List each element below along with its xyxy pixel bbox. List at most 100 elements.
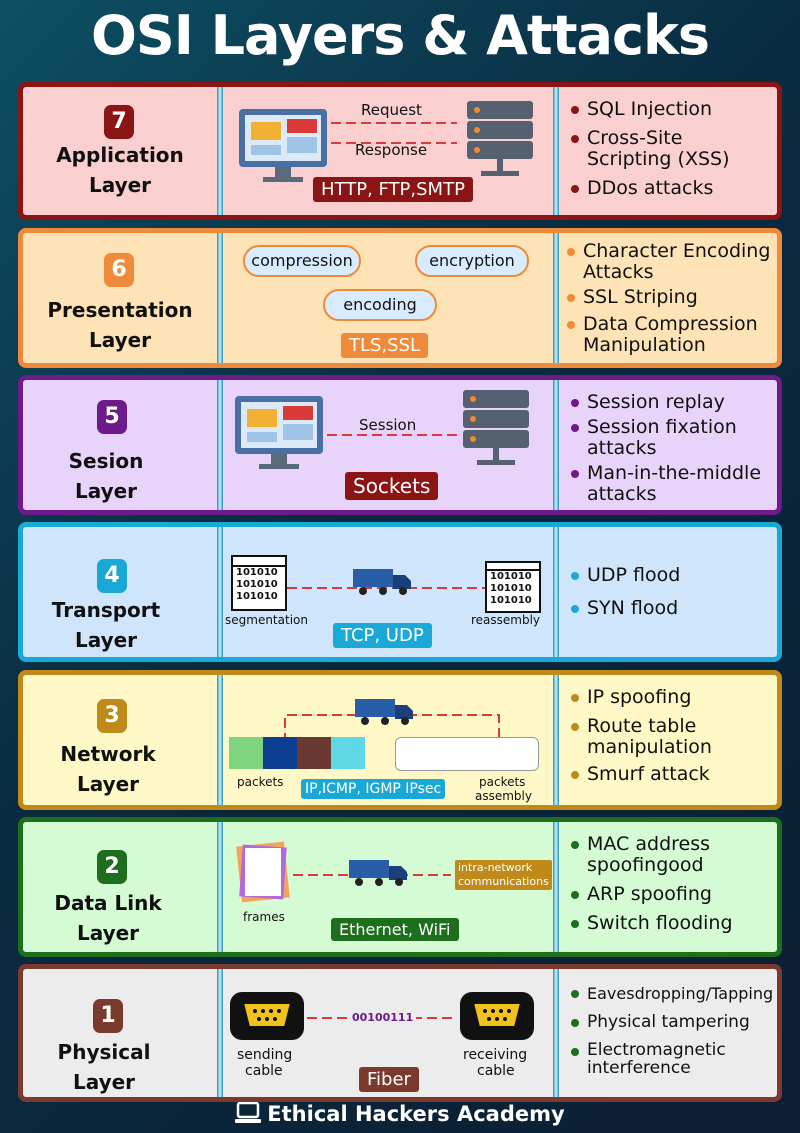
layer-name-line2: Layer bbox=[76, 772, 140, 796]
attack-item: SYN flood bbox=[569, 598, 771, 619]
packet-block bbox=[331, 737, 365, 769]
layer-name-line1: Data Link bbox=[54, 891, 162, 915]
monitor-icon bbox=[235, 396, 323, 469]
layer-transport: 4 Transport Layer 101010 101010 101010 s… bbox=[18, 522, 782, 662]
attack-item: SQL Injection bbox=[569, 99, 771, 120]
layer-name-line2: Layer bbox=[88, 173, 152, 197]
protocol-badge: HTTP, FTP,SMTP bbox=[313, 177, 473, 202]
footer-text: Ethical Hackers Academy bbox=[267, 1102, 565, 1126]
request-arrow bbox=[331, 122, 457, 144]
attack-item: Physical tampering bbox=[569, 1012, 771, 1033]
frames-label: frames bbox=[243, 910, 285, 924]
monitor-icon bbox=[239, 109, 327, 182]
layer-name-line1: Sesion bbox=[68, 449, 144, 473]
session-label: Session bbox=[359, 416, 417, 434]
session-line bbox=[327, 434, 457, 436]
receiving-label-1: receiving bbox=[463, 1047, 528, 1063]
layer-name-line2: Layer bbox=[74, 628, 138, 652]
layer-number: 2 bbox=[97, 850, 127, 884]
layer-number: 7 bbox=[104, 105, 134, 139]
layer-name-line1: Network bbox=[60, 742, 156, 766]
layer-application: 7 Application Layer Request Response bbox=[18, 82, 782, 220]
attack-item: Cross-Site Scripting (XSS) bbox=[569, 128, 771, 170]
laptop-logo-icon bbox=[235, 1101, 262, 1123]
protocol-badge: IP,ICMP, IGMP IPsec bbox=[301, 779, 446, 799]
attack-list: IP spoofing Route table manipulation Smu… bbox=[569, 687, 771, 793]
attack-item: Switch flooding bbox=[569, 913, 771, 934]
encryption-pill: encryption bbox=[415, 245, 529, 277]
intra-network-badge: intra-network communications bbox=[455, 860, 552, 890]
attack-list: Character Encoding Attacks SSL Striping … bbox=[565, 241, 771, 363]
layer-network: 3 Network Layer packets packets assembly… bbox=[18, 670, 782, 810]
compression-pill: compression bbox=[243, 245, 361, 277]
packet-block bbox=[229, 737, 263, 769]
reassembly-label: reassembly bbox=[471, 613, 541, 627]
protocol-badge: TCP, UDP bbox=[333, 623, 432, 648]
truck-icon bbox=[353, 569, 411, 595]
attack-item: DDos attacks bbox=[569, 178, 771, 199]
response-label: Response bbox=[355, 141, 428, 159]
attack-item: Smurf attack bbox=[569, 764, 771, 785]
frames-icon bbox=[236, 841, 290, 903]
server-icon bbox=[467, 101, 533, 176]
attack-item: IP spoofing bbox=[569, 687, 771, 708]
footer-brand: Ethical Hackers Academy bbox=[0, 1101, 800, 1126]
attack-list: Session replay Session fixation attacks … bbox=[569, 392, 771, 510]
attack-list: Eavesdropping/Tapping Physical tampering… bbox=[569, 983, 773, 1085]
protocol-badge: Fiber bbox=[359, 1067, 419, 1092]
packet-block bbox=[263, 737, 297, 769]
protocol-badge: Ethernet, WiFi bbox=[331, 918, 459, 941]
segmentation-label: segmentation bbox=[225, 613, 308, 627]
assembly-box bbox=[395, 737, 539, 771]
encoding-pill: encoding bbox=[323, 289, 437, 321]
packets-assembly-label-2: assembly bbox=[475, 789, 532, 803]
layer-name-line2: Layer bbox=[88, 328, 152, 352]
packets-label: packets bbox=[237, 775, 284, 789]
server-icon bbox=[463, 390, 529, 465]
layer-presentation: 6 Presentation Layer compression encrypt… bbox=[18, 228, 782, 368]
attack-item: Data Compression Manipulation bbox=[565, 314, 771, 356]
packet-block bbox=[297, 737, 331, 769]
packet-line bbox=[287, 587, 485, 589]
layer-session: 5 Sesion Layer Session Sockets bbox=[18, 375, 782, 515]
layer-name-line1: Transport bbox=[51, 598, 161, 622]
layer-physical: 1 Physical Layer sending cable 00100111 … bbox=[18, 964, 782, 1102]
attack-item: Session replay bbox=[569, 392, 771, 413]
cable-line bbox=[307, 1017, 455, 1019]
attack-item: Character Encoding Attacks bbox=[565, 241, 771, 283]
bits-label: 00100111 bbox=[349, 1011, 417, 1024]
layer-name-line1: Application bbox=[56, 143, 184, 167]
attack-item: Eavesdropping/Tapping bbox=[569, 983, 773, 1004]
layer-name-line2: Layer bbox=[72, 1070, 136, 1094]
sending-label-2: cable bbox=[245, 1063, 283, 1079]
layer-number: 1 bbox=[93, 999, 123, 1033]
receiving-label-2: cable bbox=[477, 1063, 515, 1079]
attack-item: ARP spoofing bbox=[569, 884, 771, 905]
sending-label-1: sending bbox=[237, 1047, 293, 1063]
attack-item: Man-in-the-middle attacks bbox=[569, 463, 771, 505]
attack-list: UDP flood SYN flood bbox=[569, 565, 771, 627]
serial-port-icon bbox=[460, 992, 534, 1040]
packets-assembly-label-1: packets bbox=[479, 775, 526, 789]
segmentation-doc-icon: 101010 101010 101010 bbox=[231, 555, 287, 611]
serial-port-icon bbox=[230, 992, 304, 1040]
truck-icon bbox=[355, 699, 413, 725]
page-title: OSI Layers & Attacks bbox=[90, 4, 710, 67]
layer-number: 5 bbox=[97, 400, 127, 434]
layer-name-line1: Physical bbox=[57, 1040, 151, 1064]
attack-list: MAC address spoofingood ARP spoofing Swi… bbox=[569, 834, 771, 942]
request-label: Request bbox=[361, 101, 422, 119]
attack-item: Electromagnetic interference bbox=[569, 1041, 771, 1077]
layer-number: 4 bbox=[97, 559, 127, 593]
protocol-badge: Sockets bbox=[345, 472, 439, 500]
layer-number: 3 bbox=[97, 699, 127, 733]
truck-icon bbox=[349, 860, 407, 886]
layer-number: 6 bbox=[104, 253, 134, 287]
attack-item: UDP flood bbox=[569, 565, 771, 586]
reassembly-doc-icon: 101010 101010 101010 bbox=[485, 561, 541, 613]
layer-name-line1: Presentation bbox=[47, 298, 193, 322]
attack-item: Route table manipulation bbox=[569, 716, 771, 758]
attack-item: SSL Striping bbox=[565, 287, 771, 308]
layer-name-line2: Layer bbox=[74, 479, 138, 503]
layer-data-link: 2 Data Link Layer frames intra-network c… bbox=[18, 817, 782, 957]
